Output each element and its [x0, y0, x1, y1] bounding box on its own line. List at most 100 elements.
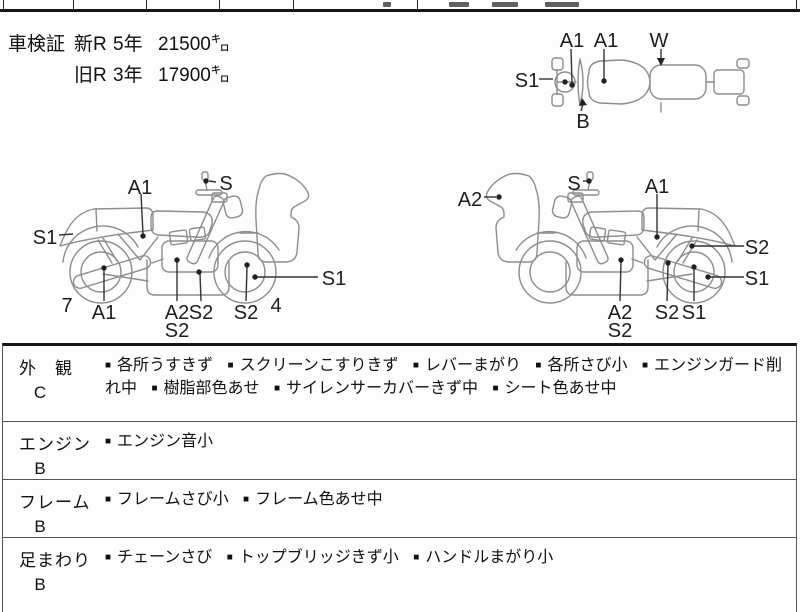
header-divider — [293, 0, 294, 9]
square-bullet-icon: ■ — [243, 494, 250, 505]
era-value: 新R — [74, 34, 107, 55]
condition-item-text: フレームさび小 — [117, 491, 229, 508]
grade-value: C — [33, 383, 47, 402]
header-divider — [417, 0, 418, 9]
condition-item-text: レバーまがり — [424, 357, 521, 374]
header-divider — [796, 0, 797, 9]
category-cell: フレーム B — [3, 480, 103, 537]
table-row: 足まわり B ■ チェーンさび ■トップブリッジきず小 ■ ハンドルまがり小 — [3, 538, 796, 612]
condition-table: 外 観 C ■ 各所うすきず ■ スクリーンこすりきず ■ レバーまがり ■ 各所さび小… — [2, 343, 797, 612]
header-divider — [146, 0, 147, 9]
cropped-text-fragment — [449, 2, 469, 7]
condition-item: ■ ハンドルまがり小 — [413, 549, 553, 566]
condition-item-text: 各所さび小 — [547, 357, 628, 374]
label-a1-tank: A1 — [593, 30, 619, 52]
grade-value: B — [34, 459, 46, 478]
label-s-mirror: S — [219, 173, 233, 195]
label-s1-wheel: S1 — [514, 70, 540, 92]
label-s1-rear: S1 — [744, 268, 770, 290]
years-value: 5年 — [113, 34, 143, 55]
label-a2-screen: A2 — [457, 189, 483, 211]
condition-item-text: エンジン音小 — [117, 433, 214, 450]
square-bullet-icon: ■ — [535, 360, 542, 371]
grade-value: B — [34, 575, 46, 594]
condition-item: ■トップブリッジきず小 — [227, 549, 399, 566]
vehicle-inspection-block: 車検証 新R 5年 21500㌔ 旧R 3年 17900㌔ — [8, 29, 230, 87]
condition-item-text: ハンドルまがり小 — [425, 549, 554, 566]
square-bullet-icon: ■ — [105, 494, 112, 505]
condition-item-text: 各所うすきず — [117, 357, 214, 374]
label-num-rear: 7 — [61, 295, 73, 317]
condition-item: ■ サイレンサーカバーきず中 — [274, 380, 478, 397]
square-bullet-icon: ■ — [641, 360, 648, 371]
condition-item: ■ スクリーンこすりきず — [228, 357, 399, 374]
label-s2-engine: S2 — [164, 320, 190, 342]
cropped-text-fragment — [383, 2, 391, 7]
condition-item: ■ レバーまがり — [413, 357, 521, 374]
square-bullet-icon: ■ — [227, 360, 234, 371]
label-a2-engine: A2 — [164, 302, 190, 324]
square-bullet-icon: ■ — [412, 360, 419, 371]
square-bullet-icon: ■ — [105, 552, 112, 563]
condition-item-text: エンジンガード削れ中 — [105, 357, 782, 397]
category-cell: 足まわり B — [3, 538, 103, 612]
top-view-line-art — [551, 57, 750, 113]
condition-item-text: 樹脂部色あせ — [163, 380, 260, 397]
grade-value: B — [34, 517, 46, 536]
label-s2-frame: S2 — [188, 302, 214, 324]
inspection-label: 車検証 — [8, 34, 66, 55]
header-divider — [73, 0, 74, 9]
label-s1-muffler: S1 — [681, 302, 707, 324]
years-value: 3年 — [113, 65, 143, 86]
condition-item: ■エンジンガード削れ中 — [105, 357, 782, 397]
condition-item-text: サイレンサーカバーきず中 — [286, 380, 479, 397]
label-s2-fork: S2 — [233, 302, 259, 324]
top-view-leader-lines — [539, 48, 665, 112]
label-b-screen: B — [576, 111, 590, 133]
label-a1-front: A1 — [559, 30, 585, 52]
condition-item-text: シート色あせ中 — [504, 380, 617, 397]
inspection-row-new: 新R 5年 21500㌔ — [74, 29, 230, 56]
label-s2-shock: S2 — [744, 237, 770, 259]
table-row: エンジン B ■エンジン音小 — [3, 422, 796, 480]
category-label: 外 観 — [19, 359, 73, 378]
square-bullet-icon: ■ — [413, 552, 420, 563]
condition-item-text: チェーンさび — [117, 549, 213, 566]
condition-items: ■ エンジン音小 — [103, 422, 796, 479]
category-label: フレーム — [19, 493, 91, 512]
label-s1-front: S1 — [321, 268, 347, 290]
header-divider — [219, 0, 220, 9]
right-bike-leader-lines — [484, 178, 744, 302]
cropped-text-fragment — [492, 2, 518, 7]
condition-item: ■ 各所さび小 — [535, 357, 627, 374]
motorcycle-top-view-diagram — [539, 48, 750, 113]
condition-item-text: フレーム色あせ中 — [255, 491, 383, 508]
square-bullet-icon: ■ — [273, 383, 281, 394]
condition-item-text: スクリーンこすりきず — [239, 357, 399, 374]
category-label: 足まわり — [19, 551, 91, 570]
condition-item: ■ エンジン音小 — [105, 433, 213, 450]
condition-item: ■ チェーンさび — [105, 549, 212, 566]
mileage-value: 21500㌔ — [158, 34, 230, 55]
square-bullet-icon: ■ — [105, 436, 112, 447]
right-bike-line-art — [485, 171, 736, 304]
cropped-header-row — [0, 0, 800, 12]
condition-items: ■ 各所うすきず ■ スクリーンこすりきず ■ レバーまがり ■ 各所さび小 ■エンジン… — [103, 346, 796, 421]
category-cell: 外 観 C — [3, 346, 103, 421]
condition-item: ■シート色あせ中 — [493, 380, 617, 397]
cropped-text-fragment — [545, 2, 579, 7]
header-divider — [3, 0, 4, 9]
label-s1-rear: S1 — [32, 227, 58, 249]
label-s-mirror: S — [567, 173, 581, 195]
condition-item: ■ 各所うすきず — [105, 357, 213, 374]
inspection-row-old: 旧R 3年 17900㌔ — [74, 60, 230, 87]
inspection-rows: 新R 5年 21500㌔ 旧R 3年 17900㌔ — [74, 29, 230, 87]
label-a2-engine: A2 — [607, 302, 633, 324]
label-a1-top: A1 — [644, 176, 670, 198]
label-s2-frame: S2 — [654, 302, 680, 324]
square-bullet-icon: ■ — [105, 360, 112, 371]
condition-item-text: トップブリッジきず小 — [238, 549, 399, 566]
table-row: 外 観 C ■ 各所うすきず ■ スクリーンこすりきず ■ レバーまがり ■ 各所さび小… — [3, 346, 796, 422]
condition-item: ■ フレーム色あせ中 — [243, 491, 383, 508]
